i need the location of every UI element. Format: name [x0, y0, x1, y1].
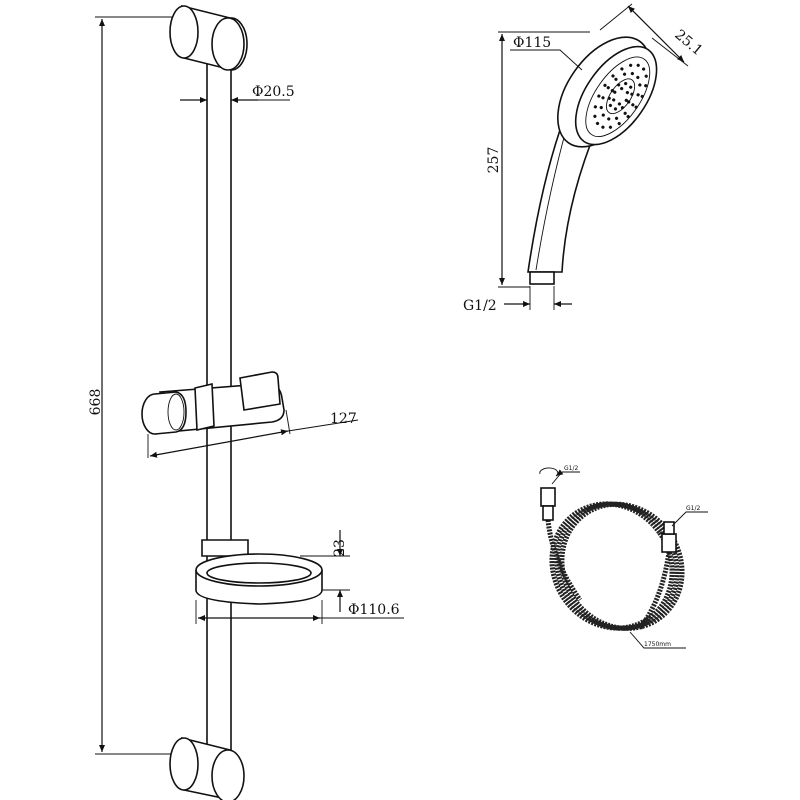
nozzle-dot — [613, 90, 617, 94]
hand-shower-diameter-leader: Φ115 — [510, 35, 583, 71]
hose-tail — [545, 519, 583, 602]
hose-end-a-label: G1/2 — [564, 465, 578, 472]
hose-connector-left: G1/2 — [539, 465, 580, 521]
nozzle-dot — [623, 111, 627, 115]
hose-coil — [549, 501, 675, 631]
nozzle-dot — [630, 92, 634, 96]
nozzle-dot — [620, 86, 624, 91]
holder-height-label: 23 — [332, 539, 348, 557]
nozzle-dot — [626, 114, 630, 119]
holder-height-dimension: 23 — [300, 530, 350, 612]
hand-shower-thread — [529, 271, 555, 285]
nozzle-dot — [608, 103, 612, 107]
nozzle-dot — [608, 125, 613, 129]
nozzle-dot — [631, 103, 635, 107]
nozzle-dot — [614, 116, 619, 120]
hand-shower: 257 Φ115 25.1 G1/2 — [463, 3, 706, 314]
nozzle-dot — [601, 113, 605, 117]
holder-ring — [195, 539, 323, 605]
rail-diameter-dimension: Φ20.5 — [180, 84, 295, 103]
shower-rail: 668 Φ20.5 — [88, 4, 404, 800]
nozzle-dot — [636, 63, 640, 67]
top-end-cap — [169, 4, 248, 71]
nozzle-dot — [601, 96, 605, 100]
holder-diameter-label: Φ110.6 — [348, 602, 400, 618]
thread-label: G1/2 — [463, 298, 497, 314]
hose-length-label: 1750mm — [644, 641, 671, 648]
hose-connector-right: G1/2 — [661, 505, 708, 553]
nozzle-dot — [641, 67, 646, 71]
nozzle-dot — [644, 84, 648, 88]
nozzle-dot — [607, 96, 611, 100]
nozzle-dot — [617, 83, 621, 87]
nozzle-dot — [634, 105, 638, 109]
hand-shower-diameter-label: Φ115 — [513, 35, 551, 51]
nozzle-dot — [597, 94, 601, 98]
nozzle-dot — [603, 83, 607, 87]
nozzle-dot — [611, 74, 615, 78]
slider-length-label: 127 — [330, 411, 357, 427]
rail-length-dimension: 668 — [88, 16, 190, 755]
hand-shower-handle — [527, 118, 602, 273]
nozzle-dot — [627, 100, 631, 104]
nozzle-dot — [601, 125, 605, 129]
nozzle-dot — [636, 93, 640, 97]
nozzle-dot — [638, 83, 642, 87]
hose-tail — [638, 551, 672, 630]
hand-shower-height-dimension: 257 — [486, 31, 590, 288]
sliding-bracket — [141, 371, 285, 435]
shower-hose: G1/2 G1/2 1750mm — [539, 465, 708, 649]
nozzle-dot — [622, 72, 627, 76]
nozzle-dot — [624, 81, 628, 86]
slider-length-dimension: 127 — [147, 409, 359, 458]
rail-length-label: 668 — [88, 389, 104, 416]
nozzle-dot — [644, 74, 648, 78]
nozzle-dot — [640, 94, 644, 99]
nozzle-dot — [610, 88, 614, 93]
nozzle-dot — [624, 98, 628, 102]
nozzle-dot — [620, 106, 625, 110]
nozzle-dot — [606, 86, 610, 90]
bottom-end-cap — [169, 736, 245, 800]
nozzle-dot — [593, 105, 597, 109]
thread-dimension: G1/2 — [463, 286, 572, 314]
hose-end-b-label: G1/2 — [686, 505, 700, 512]
hose-length-leader: 1750mm — [629, 631, 686, 649]
nozzle-dot — [593, 114, 597, 118]
nozzle-dot — [630, 71, 634, 76]
nozzle-dot — [607, 117, 611, 121]
rail-diameter-label: Φ20.5 — [252, 84, 295, 100]
nozzle-dot — [614, 77, 618, 81]
nozzle-dot — [612, 98, 616, 102]
nozzle-dot — [625, 90, 629, 95]
nozzle-dot — [617, 102, 622, 106]
hand-shower-head — [557, 36, 658, 148]
nozzle-dot — [599, 105, 603, 110]
nozzle-dot — [620, 67, 624, 71]
nozzle-dot — [629, 85, 633, 89]
holder-diameter-dimension: Φ110.6 — [195, 600, 404, 624]
nozzle-dot — [629, 63, 633, 67]
nozzle-dot — [617, 121, 621, 126]
hand-shower-height-label: 257 — [486, 147, 502, 174]
nozzle-dot — [636, 75, 640, 80]
nozzle-dot — [613, 107, 618, 111]
nozzle-dot — [595, 121, 600, 126]
